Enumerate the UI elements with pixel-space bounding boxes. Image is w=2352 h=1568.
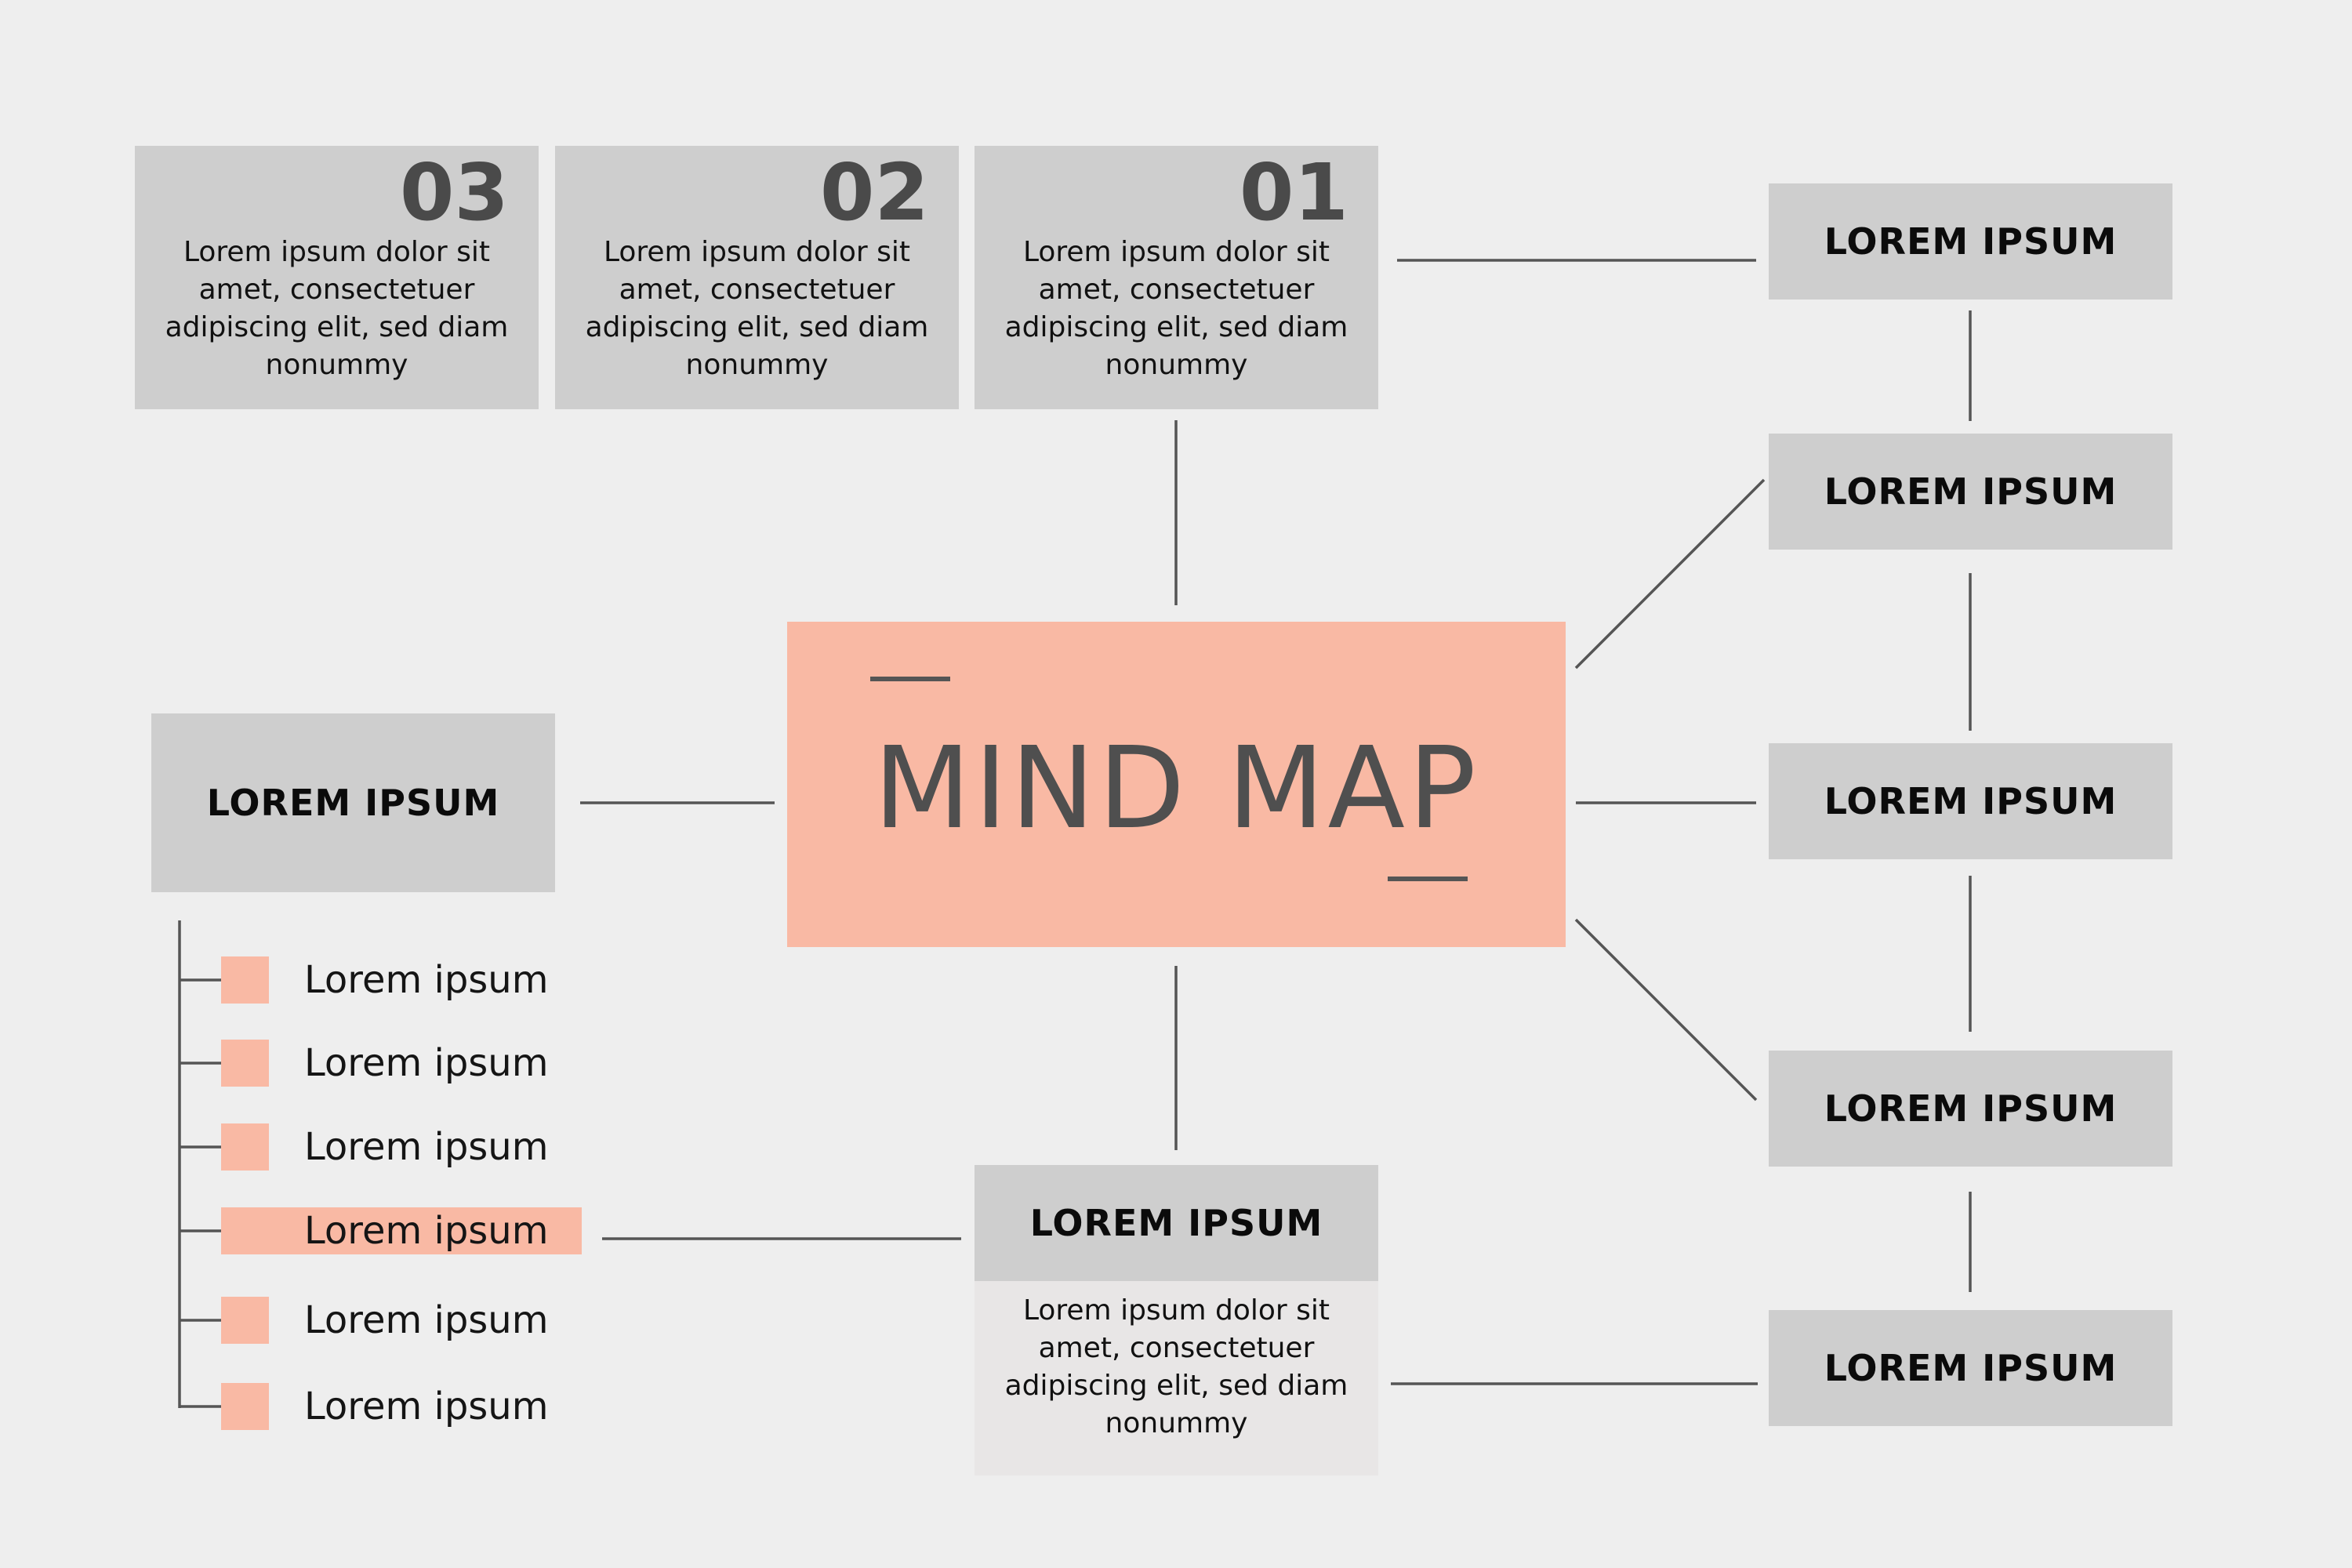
right-box-label: LOREM IPSUM xyxy=(1824,1347,2118,1389)
card-description: Lorem ipsum dolor sit amet, consectetuer… xyxy=(1004,236,1348,381)
list-item-label: Lorem ipsum xyxy=(304,1041,549,1085)
bottom-heading-label: LOREM IPSUM xyxy=(1029,1202,1323,1244)
connector-center-to-right4 xyxy=(1574,918,1758,1102)
center-title: MIND MAP xyxy=(873,722,1479,854)
list-marker xyxy=(221,1040,269,1087)
list-item-label: Lorem ipsum xyxy=(304,1125,549,1169)
list-item-label: Lorem ipsum xyxy=(304,958,549,1002)
right-box-4: LOREM IPSUM xyxy=(1769,1051,2172,1167)
center-dash-bottom xyxy=(1388,877,1468,881)
card-number: 01 xyxy=(1239,147,1348,238)
list-item-label: Lorem ipsum xyxy=(304,1298,549,1342)
list-marker xyxy=(221,1123,269,1171)
center-dash-top xyxy=(870,677,950,681)
list-marker-highlight xyxy=(221,1207,582,1254)
card-description: Lorem ipsum dolor sit amet, consectetuer… xyxy=(585,236,929,381)
card-description: Lorem ipsum dolor sit amet, consectetuer… xyxy=(165,236,509,381)
list-marker xyxy=(221,1383,269,1430)
right-box-5: LOREM IPSUM xyxy=(1769,1310,2172,1426)
bottom-heading-box: LOREM IPSUM xyxy=(975,1165,1378,1281)
card-01: 01 Lorem ipsum dolor sit amet, consectet… xyxy=(975,146,1378,409)
card-02: 02 Lorem ipsum dolor sit amet, consectet… xyxy=(555,146,959,409)
bottom-description: Lorem ipsum dolor sit amet, consectetuer… xyxy=(975,1281,1378,1475)
connector-center-to-right2 xyxy=(1574,478,1766,670)
list-item-label: Lorem ipsum xyxy=(304,1209,549,1253)
card-number: 03 xyxy=(399,147,509,238)
left-heading-label: LOREM IPSUM xyxy=(206,782,500,824)
card-number: 02 xyxy=(819,147,929,238)
center-node: MIND MAP xyxy=(787,622,1566,947)
list-marker xyxy=(221,1297,269,1344)
list-item-label: Lorem ipsum xyxy=(304,1385,549,1428)
list-marker xyxy=(221,956,269,1004)
right-box-2: LOREM IPSUM xyxy=(1769,434,2172,550)
right-box-1: LOREM IPSUM xyxy=(1769,183,2172,299)
right-box-3: LOREM IPSUM xyxy=(1769,743,2172,859)
right-box-label: LOREM IPSUM xyxy=(1824,780,2118,822)
right-box-label: LOREM IPSUM xyxy=(1824,1087,2118,1130)
right-box-label: LOREM IPSUM xyxy=(1824,470,2118,513)
left-heading-box: LOREM IPSUM xyxy=(151,713,555,892)
right-box-label: LOREM IPSUM xyxy=(1824,220,2118,263)
card-03: 03 Lorem ipsum dolor sit amet, consectet… xyxy=(135,146,539,409)
